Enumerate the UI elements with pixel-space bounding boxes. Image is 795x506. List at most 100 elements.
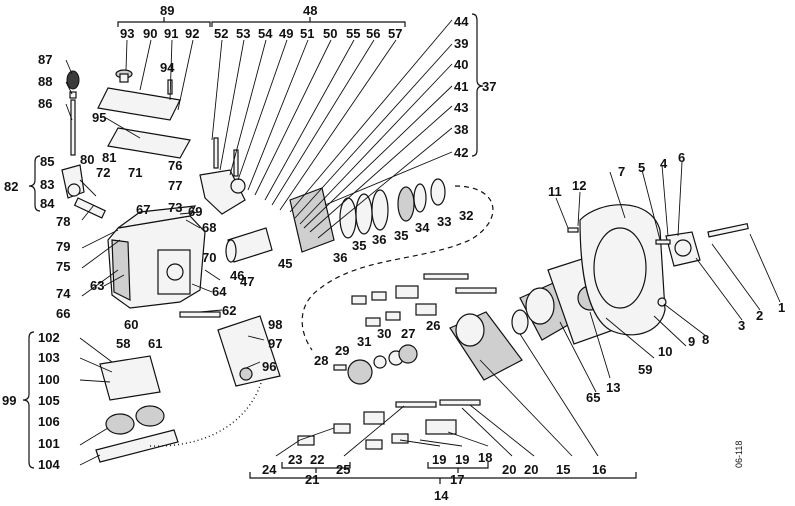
- callout-11: 11: [548, 184, 562, 199]
- callout-44: 42: [454, 145, 468, 160]
- callout-100: 98: [268, 317, 282, 332]
- lever-knob: [66, 70, 80, 90]
- callout-67: 65: [586, 390, 600, 405]
- callout-36: 35: [352, 238, 366, 253]
- output-shaft: [707, 222, 749, 238]
- callout-28: 27: [401, 326, 415, 341]
- roller-5: [415, 303, 437, 316]
- callout-12: 12: [572, 178, 586, 193]
- callout-20-visible: 20: [502, 462, 516, 477]
- callout-92: 90: [143, 26, 157, 41]
- callout-86: 84: [40, 196, 55, 211]
- pin-5: [655, 239, 671, 245]
- callout-75: 73: [168, 200, 182, 215]
- callout-8: 8: [702, 332, 709, 347]
- callout-15: 15: [556, 462, 570, 477]
- callout-labels: 89 48 93 90 91 92 52 53 54 49 51 50 55 5…: [2, 3, 785, 503]
- callout-2: 2: [756, 308, 763, 323]
- engine-mount-top: [99, 355, 161, 401]
- callout-51: 49: [279, 26, 293, 41]
- callout-80: 78: [56, 214, 70, 229]
- bearing-18: [425, 419, 457, 435]
- lever-ball: [67, 183, 81, 197]
- callout-10: 10: [658, 344, 672, 359]
- callout-7: 7: [618, 164, 625, 179]
- callout-45: 43: [454, 100, 468, 115]
- bell-housing-bore: [593, 227, 647, 309]
- callout-97: 95: [92, 110, 106, 125]
- callout-72: 70: [202, 250, 216, 265]
- roller-19b: [391, 433, 409, 444]
- callout-90: 88: [38, 74, 52, 89]
- callout-65: 63: [90, 278, 104, 293]
- callout-18: 18: [478, 450, 492, 465]
- callout-62: 60: [124, 317, 138, 332]
- callout-104: 102: [38, 330, 60, 345]
- callout-50: 48: [303, 3, 317, 18]
- callout-26: 25: [336, 462, 350, 477]
- callout-69: 67: [136, 202, 150, 217]
- callout-74: 72: [96, 165, 110, 180]
- bracket-91: [117, 17, 211, 27]
- gear-30: [347, 359, 373, 385]
- rubber-mount-b: [135, 405, 165, 427]
- callout-36b: 35: [394, 228, 408, 243]
- callout-91: 89: [160, 3, 174, 18]
- callout-6: 6: [678, 150, 685, 165]
- callout-106: 104: [38, 457, 60, 472]
- mount-bracket: [217, 315, 281, 387]
- callout-78: 76: [168, 158, 182, 173]
- top-cover: [97, 87, 181, 121]
- flange-hub: [674, 239, 692, 257]
- gear-28: [398, 344, 418, 364]
- callout-61: 59: [638, 362, 652, 377]
- clutch-bearing-35: [397, 186, 415, 222]
- callout-23: 22: [310, 452, 324, 467]
- callout-55: 53: [236, 26, 250, 41]
- callout-95: 93: [120, 26, 134, 41]
- part-illustrations: [61, 69, 749, 463]
- callout-24: 23: [288, 452, 302, 467]
- callout-29: 28: [314, 353, 328, 368]
- bracket-84: [28, 155, 41, 212]
- callout-38: 36: [333, 250, 347, 265]
- bracket-14: [249, 472, 637, 484]
- callout-77: 75: [56, 259, 70, 274]
- shaft-26: [395, 401, 437, 408]
- bracket-17: [427, 462, 489, 473]
- roller-24: [333, 423, 351, 434]
- lever-shaft: [70, 99, 76, 156]
- housing-top: [117, 205, 197, 229]
- bracket-bolt-64: [179, 311, 221, 318]
- callout-58: 56: [366, 26, 380, 41]
- callout-40: 38: [454, 122, 468, 137]
- callout-17: 17: [450, 472, 464, 487]
- callout-60: 58: [116, 336, 130, 351]
- leader-lines: [65, 19, 781, 466]
- callout-52: 50: [323, 26, 337, 41]
- callout-108: 106: [38, 414, 60, 429]
- callout-19b: 19: [455, 452, 469, 467]
- callout-30: 29: [335, 343, 349, 358]
- housing-side: [111, 239, 131, 301]
- callout-64: 62: [222, 303, 236, 318]
- clutch-disc-36b: [371, 189, 389, 231]
- callout-85: 83: [40, 177, 54, 192]
- callout-27: 26: [426, 318, 440, 333]
- callout-99: 97: [268, 336, 282, 351]
- bracket-50: [211, 17, 406, 27]
- callout-70: 68: [202, 220, 216, 235]
- roller-3: [365, 317, 381, 327]
- callout-54: 52: [214, 26, 228, 41]
- callout-33: 32: [459, 208, 473, 223]
- callout-105: 103: [38, 350, 60, 365]
- callout-21: 20: [524, 462, 538, 477]
- shaft-end: [225, 239, 237, 263]
- callout-35: 34: [415, 220, 430, 235]
- callout-83: 81: [102, 150, 116, 165]
- pin-shaft: [423, 273, 469, 280]
- callout-57: 55: [346, 26, 360, 41]
- roller-1: [351, 295, 367, 305]
- callout-88: 86: [38, 96, 52, 111]
